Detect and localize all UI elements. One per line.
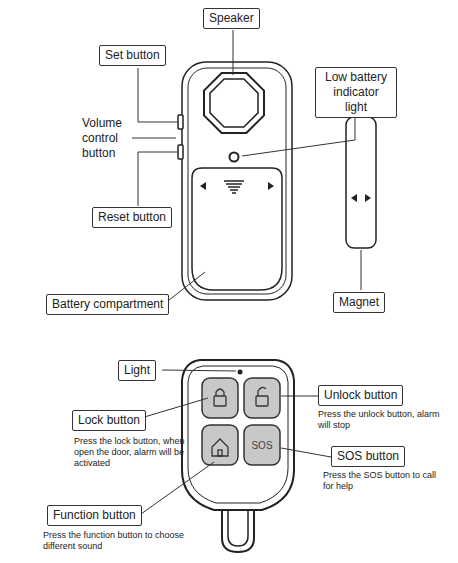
indicator-light	[230, 153, 239, 162]
callout-box: Function button	[47, 505, 142, 526]
callout-text: Light	[124, 363, 150, 378]
callout-box: Set button	[99, 45, 166, 66]
callout-box: Battery compartment	[46, 294, 169, 315]
callout-box: Magnet	[333, 292, 385, 313]
callout-text: Magnet	[339, 295, 379, 310]
callout-text: Set button	[105, 48, 160, 63]
callout-box: Reset button	[92, 207, 172, 228]
side-button	[178, 145, 183, 159]
magnet-body	[346, 117, 376, 248]
speaker-grille	[204, 73, 264, 133]
note-text: Press the lock button, when open the doo…	[74, 436, 192, 469]
callout-text: Unlock button	[324, 388, 397, 403]
unlock-key	[244, 378, 280, 418]
callout-box: Light	[118, 360, 156, 381]
note-text: Press the function button to choose diff…	[43, 530, 208, 552]
key-ring	[222, 506, 254, 552]
function-key	[202, 425, 238, 465]
callout-text: Low battery indicator light	[321, 70, 391, 115]
side-button	[178, 115, 183, 129]
note-text: Press the unlock button, alarm will stop	[318, 409, 443, 431]
battery-cover	[192, 168, 282, 290]
callout-text: Battery compartment	[52, 297, 163, 312]
alarm-body	[182, 62, 292, 300]
callout-box: Speaker	[203, 8, 260, 29]
callout-box: Low battery indicator light	[315, 67, 397, 118]
callout-box: Lock button	[72, 410, 146, 431]
callout-text: Function button	[53, 508, 136, 523]
sos-key	[244, 425, 280, 465]
callout-box: Unlock button	[318, 385, 403, 406]
remote-body	[182, 360, 294, 510]
callout-text: Lock button	[78, 413, 140, 428]
callout-box: SOS button	[331, 446, 405, 467]
note-text: Press the SOS button to call for help	[323, 470, 443, 492]
callout-text: SOS button	[337, 449, 399, 464]
callout-text: Speaker	[209, 11, 254, 26]
callout-text: Reset button	[98, 210, 166, 225]
note-text: Volume control button	[82, 116, 134, 161]
key-label: SOS	[244, 440, 280, 451]
